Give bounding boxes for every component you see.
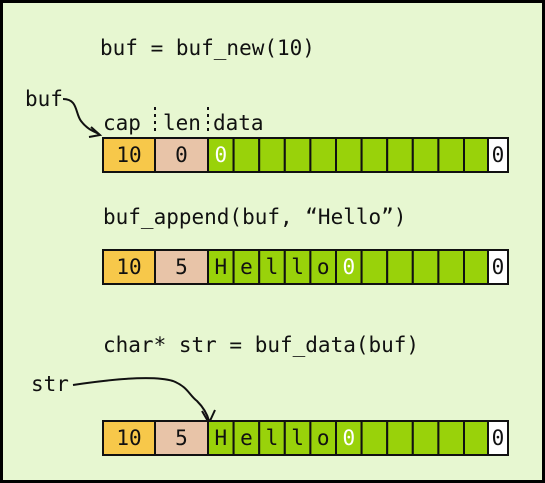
data-char: l bbox=[291, 426, 304, 450]
terminator-value: 0 bbox=[492, 143, 505, 167]
statement-buf-data: char* str = buf_data(buf) bbox=[103, 333, 419, 357]
data-cell bbox=[360, 249, 389, 285]
terminator-value: 0 bbox=[492, 426, 505, 450]
buffer-diagram: buf = buf_new(10) buf cap len data 10 0 0 0… bbox=[25, 36, 509, 456]
data-cell bbox=[411, 420, 440, 456]
data-cell bbox=[437, 137, 465, 173]
buffer-row-initial: 10 0 0 0 bbox=[102, 137, 509, 173]
data-char: l bbox=[266, 255, 279, 279]
len-cell bbox=[154, 420, 209, 456]
pointer-arrow-str bbox=[72, 377, 210, 422]
data-cell bbox=[386, 249, 414, 285]
data-cell bbox=[283, 249, 312, 285]
data-cell bbox=[386, 420, 414, 456]
data-cell bbox=[463, 420, 491, 456]
data-cell bbox=[232, 137, 261, 173]
data-cell bbox=[309, 249, 337, 285]
cap-cell bbox=[102, 420, 156, 456]
data-cell bbox=[309, 137, 337, 173]
len-cell bbox=[154, 137, 209, 173]
data-cell bbox=[258, 249, 286, 285]
null-terminator-char: 0 bbox=[342, 255, 355, 279]
cap-value: 10 bbox=[116, 143, 141, 167]
data-cell bbox=[437, 249, 465, 285]
len-value: 5 bbox=[175, 426, 188, 450]
terminator-cell bbox=[487, 137, 509, 173]
header-cap: cap bbox=[103, 111, 141, 135]
data-cell bbox=[335, 420, 363, 456]
data-cell bbox=[335, 249, 363, 285]
data-char: H bbox=[214, 426, 227, 450]
data-char: H bbox=[214, 255, 227, 279]
statement-buf-append: buf_append(buf, “Hello”) bbox=[103, 205, 406, 229]
null-terminator-char: 0 bbox=[214, 143, 227, 167]
data-cell bbox=[258, 137, 286, 173]
data-cell bbox=[283, 137, 312, 173]
len-value: 0 bbox=[175, 143, 188, 167]
data-cell bbox=[335, 137, 363, 173]
data-cell bbox=[283, 420, 312, 456]
data-char: l bbox=[291, 255, 304, 279]
data-char: e bbox=[240, 426, 253, 450]
cap-cell bbox=[102, 249, 156, 285]
data-cell bbox=[463, 249, 491, 285]
arrow-head-buf bbox=[88, 126, 103, 138]
cap-value: 10 bbox=[116, 426, 141, 450]
len-value: 5 bbox=[175, 255, 188, 279]
data-cell bbox=[360, 420, 389, 456]
data-cell bbox=[411, 137, 440, 173]
data-char: e bbox=[240, 255, 253, 279]
data-cell bbox=[437, 420, 465, 456]
data-cell bbox=[386, 137, 414, 173]
data-cell bbox=[232, 249, 261, 285]
pointer-label-buf: buf bbox=[25, 87, 63, 111]
terminator-cell bbox=[487, 249, 509, 285]
cap-value: 10 bbox=[116, 255, 141, 279]
statement-buf-new: buf = buf_new(10) bbox=[100, 36, 315, 60]
data-cell bbox=[232, 420, 261, 456]
len-cell bbox=[154, 249, 209, 285]
pointer-label-str: str bbox=[31, 372, 69, 396]
data-cell bbox=[309, 420, 337, 456]
data-char: o bbox=[317, 255, 330, 279]
data-cell bbox=[207, 249, 235, 285]
data-cell bbox=[360, 137, 389, 173]
data-char: o bbox=[317, 426, 330, 450]
pointer-arrow-buf bbox=[62, 98, 100, 135]
data-cell bbox=[463, 137, 491, 173]
header-len: len bbox=[163, 111, 201, 135]
data-char: l bbox=[266, 426, 279, 450]
terminator-cell bbox=[487, 420, 509, 456]
null-terminator-char: 0 bbox=[342, 426, 355, 450]
header-data: data bbox=[213, 111, 264, 135]
terminator-value: 0 bbox=[492, 255, 505, 279]
data-cell bbox=[207, 420, 235, 456]
data-cell bbox=[411, 249, 440, 285]
